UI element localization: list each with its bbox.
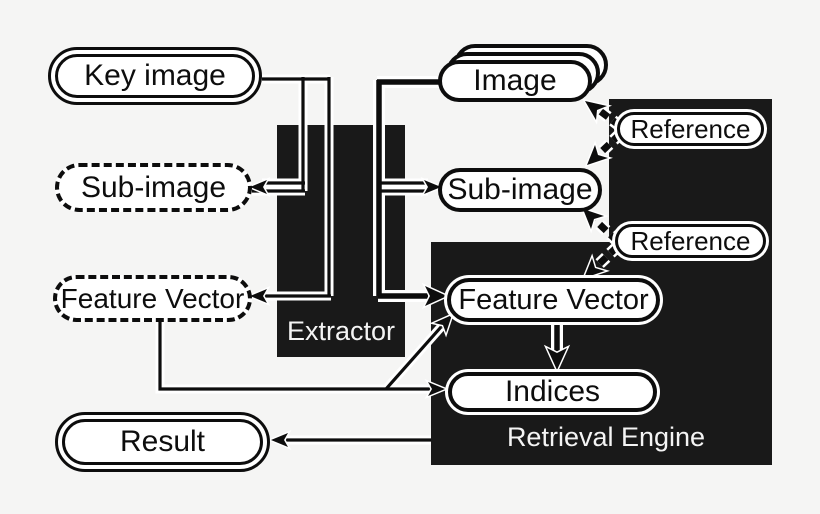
line-featurevector-left-to-indices [158, 322, 432, 391]
node-feature-vector-engine: Feature Vector [447, 278, 660, 322]
line-branch-to-engine-featurevector [384, 325, 443, 391]
retrieval-engine-label: Retrieval Engine [506, 422, 706, 452]
arrowhead-dashed-featurevector [581, 253, 610, 281]
extractor-label: Extractor [286, 316, 396, 346]
node-result-inner: Result [62, 419, 263, 465]
node-image: Image [438, 60, 592, 102]
arrowhead-result [267, 429, 292, 451]
node-feature-vector-left: Feature Vector [53, 275, 252, 322]
node-reference-bottom-label: Reference [630, 225, 751, 256]
node-feature-vector-left-label: Feature Vector [60, 282, 245, 314]
node-result: Result [55, 412, 270, 472]
node-key-image: Key image [48, 47, 262, 105]
arrowhead-subimage-left [246, 176, 271, 198]
dashed-reference-to-subimage-down [594, 131, 623, 159]
node-sub-image-left-label: Sub-image [80, 170, 227, 204]
node-sub-image-right-label: Sub-image [447, 173, 593, 206]
arrowhead-dashed-subimage-top [584, 140, 613, 168]
node-key-image-label: Key image [84, 59, 226, 92]
arrowhead-featurevector-left [246, 285, 271, 307]
arrowhead-indices-left [424, 378, 449, 400]
dashed-reference-to-featurevector [592, 244, 620, 271]
arrowhead-dashed-subimage-bottom [580, 206, 609, 234]
node-indices: Indices [448, 372, 657, 412]
arrowhead-indices-down [543, 344, 571, 374]
node-sub-image-left: Sub-image [55, 163, 252, 212]
dashed-reference-to-subimage-up [591, 216, 620, 244]
node-image-label: Image [473, 64, 557, 97]
node-reference-bottom: Reference [615, 224, 766, 258]
arrowhead-engine-featurevector [421, 282, 451, 310]
node-key-image-inner: Key image [55, 54, 255, 98]
node-indices-label: Indices [504, 375, 601, 408]
node-reference-top-label: Reference [630, 113, 751, 144]
node-result-label: Result [119, 425, 206, 458]
node-sub-image-right: Sub-image [438, 168, 602, 212]
node-reference-top: Reference [617, 112, 764, 146]
arrowhead-subimage-right [420, 176, 445, 198]
arrowhead-dashed-image [581, 98, 613, 125]
node-feature-vector-engine-label: Feature Vector [458, 283, 649, 316]
arrowhead-diagonal [429, 312, 455, 338]
dashed-reference-to-image [593, 105, 623, 129]
